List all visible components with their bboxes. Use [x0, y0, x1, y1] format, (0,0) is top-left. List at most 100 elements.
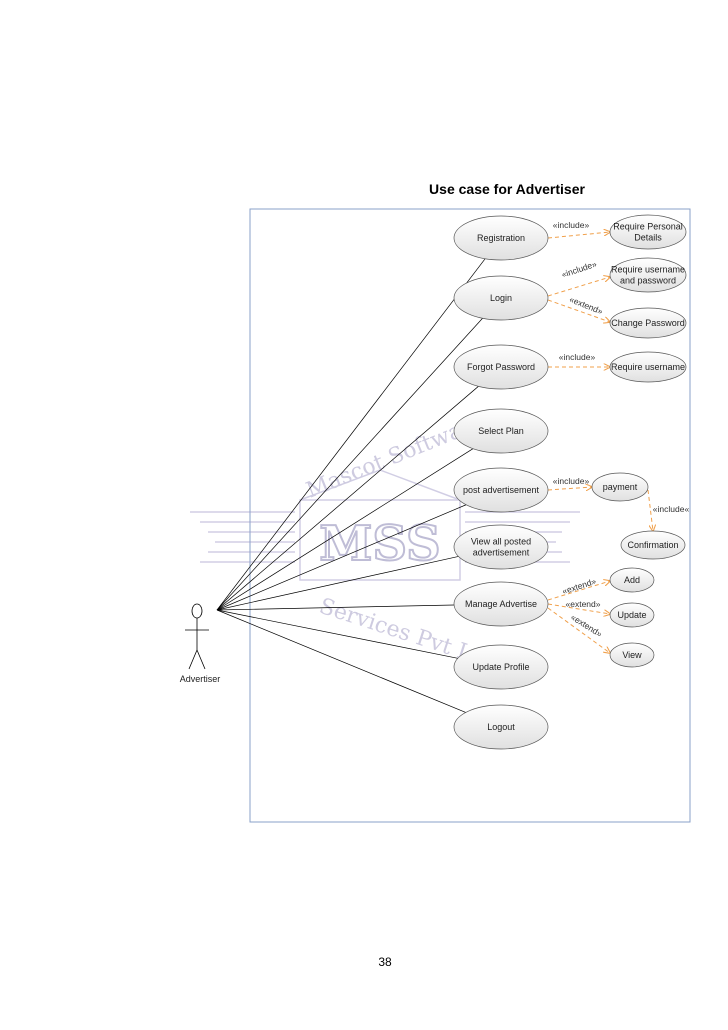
usecase-add-shape [609, 567, 655, 593]
usecase-require-personal-details-shape [609, 214, 687, 250]
rel-post-payment-label: «include» [553, 476, 590, 486]
rel-login-change-label: «extend» [568, 294, 604, 316]
usecase-registration-shape [453, 215, 549, 261]
usecase-add-label: Add [624, 575, 640, 585]
rel-registration-details-arrow [547, 232, 610, 239]
usecase-registration[interactable]: Registration [453, 215, 549, 261]
usecase-payment-label: payment [603, 482, 638, 492]
actor-advertiser: Advertiser [180, 603, 221, 684]
rel-registration-details: «include» [547, 220, 610, 239]
usecase-require-username-shape [609, 351, 687, 383]
rel-payment-confirmation-label: «include« [653, 504, 690, 514]
usecase-view-all-posted-label: View all posted [471, 537, 531, 547]
usecase-update-label: Update [617, 610, 646, 620]
rel-manage-add: «extend» [547, 576, 610, 601]
usecase-update-profile-label: Update Profile [472, 662, 529, 672]
usecase-require-username-password-label: Require username [611, 265, 685, 275]
usecase-login-shape [453, 275, 549, 321]
association-update-profile [216, 609, 458, 659]
rel-login-userpass-label: «include» [560, 259, 598, 280]
rel-forgot-username-label: «include» [559, 352, 596, 362]
usecase-require-username-password-label: and password [620, 276, 676, 286]
rel-manage-add-label: «extend» [561, 576, 598, 596]
usecase-payment[interactable]: payment [591, 472, 649, 502]
association-logout [216, 609, 466, 713]
rel-login-userpass: «include» [547, 259, 610, 297]
association-post-advertisement [216, 504, 467, 611]
usecase-add[interactable]: Add [609, 567, 655, 593]
association-forgot-password [216, 386, 479, 611]
rel-post-payment-arrow [547, 487, 592, 490]
usecase-select-plan-shape [453, 408, 549, 454]
usecase-logout[interactable]: Logout [453, 704, 549, 750]
usecase-manage-advertise[interactable]: Manage Advertise [453, 581, 549, 627]
usecase-require-personal-details-label: Details [634, 233, 662, 243]
usecase-forgot-password-label: Forgot Password [467, 362, 535, 372]
rel-manage-update-label: «extend» [566, 599, 601, 609]
rel-registration-details-label: «include» [553, 220, 590, 230]
usecase-view[interactable]: View [609, 642, 655, 668]
usecase-update-profile-shape [453, 644, 549, 690]
rel-forgot-username: «include» [548, 352, 610, 367]
association-lines [216, 258, 486, 713]
usecase-update[interactable]: Update [609, 602, 655, 628]
usecase-registration-label: Registration [477, 233, 525, 243]
actor-label: Advertiser [180, 674, 221, 684]
watermark-logo: MSS [319, 516, 440, 572]
usecase-post-advertisement[interactable]: post advertisement [453, 467, 549, 513]
usecase-select-plan[interactable]: Select Plan [453, 408, 549, 454]
association-view-all-posted [216, 556, 459, 611]
usecase-require-username[interactable]: Require username [609, 351, 687, 383]
usecase-manage-advertise-shape [453, 581, 549, 627]
association-manage-advertise [216, 604, 455, 611]
usecase-payment-shape [591, 472, 649, 502]
rel-login-userpass-arrow [547, 277, 610, 297]
usecase-require-username-label: Require username [611, 362, 685, 372]
rel-manage-view: «extend» [547, 607, 610, 653]
usecase-view-label: View [622, 650, 642, 660]
usecase-post-advertisement-label: post advertisement [463, 485, 540, 495]
usecase-login[interactable]: Login [453, 275, 549, 321]
rel-manage-update: «extend» [547, 599, 610, 614]
usecase-require-username-password-shape [609, 257, 687, 293]
rel-manage-add-arrow [547, 581, 610, 601]
actor-head [191, 603, 203, 619]
association-select-plan [216, 448, 474, 611]
rel-post-payment: «include» [547, 476, 592, 490]
usecase-update-shape [609, 602, 655, 628]
rel-manage-view-arrow [547, 607, 610, 653]
usecase-login-label: Login [490, 293, 512, 303]
usecase-require-personal-details-label: Require Personal [613, 222, 683, 232]
usecase-confirmation-label: Confirmation [627, 540, 678, 550]
rel-manage-view-label: «extend» [569, 612, 604, 639]
usecase-confirmation[interactable]: Confirmation [620, 530, 686, 560]
usecase-confirmation-shape [620, 530, 686, 560]
usecase-forgot-password-shape [453, 344, 549, 390]
usecase-change-password[interactable]: Change Password [609, 307, 687, 339]
usecase-select-plan-label: Select Plan [478, 426, 524, 436]
rel-login-change-arrow [547, 299, 610, 322]
usecase-update-profile[interactable]: Update Profile [453, 644, 549, 690]
usecase-change-password-shape [609, 307, 687, 339]
usecase-forgot-password[interactable]: Forgot Password [453, 344, 549, 390]
diagram-title: Use case for Advertiser [429, 181, 585, 197]
usecase-change-password-label: Change Password [611, 318, 685, 328]
usecase-logout-shape [453, 704, 549, 750]
usecase-logout-label: Logout [487, 722, 515, 732]
usecase-view-all-posted-label: advertisement [473, 548, 530, 558]
rel-manage-update-arrow [547, 603, 610, 614]
usecase-view-shape [609, 642, 655, 668]
usecase-view-all-posted-shape [453, 524, 549, 570]
page-number: 38 [378, 955, 392, 969]
association-login [216, 318, 483, 611]
usecase-manage-advertise-label: Manage Advertise [465, 599, 537, 609]
system-boundary [249, 208, 691, 823]
association-registration [216, 258, 486, 611]
usecase-post-advertisement-shape [453, 467, 549, 513]
rel-login-change: «extend» [547, 294, 610, 322]
